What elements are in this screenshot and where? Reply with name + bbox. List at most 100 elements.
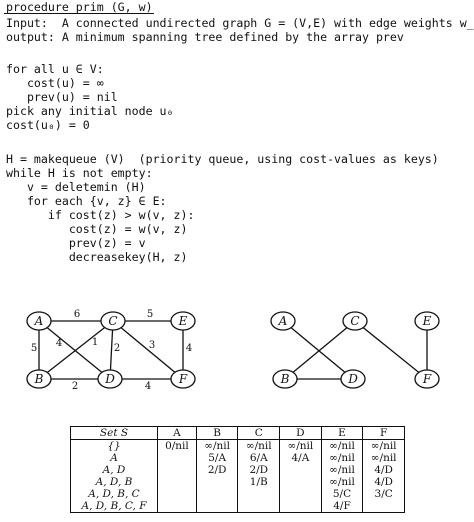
left-graph-diagram: A C E B D F 6 5 5 4 1 2 3 4 2 4 A C E B [26,309,440,392]
node-label-f: F [178,372,188,386]
table-cell: ∞/nil [279,439,322,452]
tree-node-d [340,369,366,389]
code-line-output: output: A minimum spanning tree defined … [6,30,404,44]
header-d: D [279,426,322,440]
node-d [97,369,123,389]
table-cell: ∞/nil [320,476,363,488]
table-cell [279,500,322,513]
title-underline [4,13,154,14]
table-cell: 3/C [362,488,405,500]
weight-c-b: 1 [92,337,98,348]
weight-e-f: 4 [186,343,192,354]
tree-edge-a-d [282,320,354,380]
table-row: A, D, B, C 5/C 3/C [70,488,405,500]
node-e [170,311,196,331]
tree-node-c [342,311,368,331]
table-cell: 4/F [320,500,363,513]
table-cell [362,500,405,513]
table-cell [195,500,238,513]
tree-node-f [414,369,440,389]
weight-d-f: 4 [145,381,151,392]
weight-a-d: 4 [56,338,62,349]
tree-node-label-b: B [280,372,290,386]
table-cell: A, D, B [70,476,158,488]
edge-c-b [38,320,114,380]
tree-edge-c-b [284,320,356,380]
weight-c-f: 3 [149,340,155,351]
table-cell: 1/B [237,476,280,488]
header-c: C [237,426,280,440]
table-row: A, D, B, C, F 4/F [70,500,405,513]
code-line-for-all: for all u ∈ V: [6,62,104,76]
table-cell [157,500,197,513]
table-cell: 2/D [195,464,238,476]
tree-node-label-a: A [278,314,288,328]
table-cell: ∞/nil [320,452,363,464]
table-cell [195,476,238,488]
node-f [170,369,196,389]
table-cell: {} [70,439,158,452]
code-line-if: if cost(z) > w(v, z): [6,208,195,222]
tree-node-label-f: F [422,372,432,386]
tree-node-e [414,311,440,331]
tree-edge-c-f [354,320,428,380]
edge-a-d [38,320,111,380]
table-cell: 0/nil [157,439,197,452]
table-cell [237,500,280,513]
table-row: A 5/A 6/A 4/A ∞/nil ∞/nil [70,452,405,464]
code-line-cost-update: cost(z) = w(v, z) [6,222,188,236]
code-line-makequeue: H = makequeue (V) (priority queue, using… [6,152,439,166]
weight-a-b: 5 [31,343,37,354]
code-line-prev-update: prev(z) = v [6,236,146,250]
table-cell: 2/D [237,464,280,476]
table-cell [157,452,197,464]
table-cell: 4/D [362,476,405,488]
table-cell: ∞/nil [237,439,280,452]
weight-c-d: 2 [114,343,120,354]
code-line-for-each: for each {v, z} ∈ E: [6,194,167,208]
code-line-pick-node: pick any initial node u₀ [6,104,174,118]
edge-c-f [112,320,184,380]
table-cell [279,488,322,500]
node-b [26,369,52,389]
table-cell: A, D, B, C [70,488,158,500]
tree-node-a [270,311,296,331]
table-cell [279,464,322,476]
weight-a-c: 6 [74,309,80,320]
header-e: E [320,426,363,440]
tree-node-label-e: E [422,314,432,328]
table-cell: 5/C [320,488,363,500]
node-a [26,311,52,331]
table-cell: ∞/nil [195,439,238,452]
tree-node-label-c: C [350,314,359,328]
tree-node-label-d: D [347,372,358,386]
table-cell [195,488,238,500]
header-a: A [157,426,197,440]
code-line-input: Input: A connected undirected graph G = … [6,16,474,30]
code-line-deletemin: v = deletemin (H) [6,180,146,194]
table-cell [157,488,197,500]
table-cell: ∞/nil [362,452,405,464]
code-line-prev-init: prev(u) = nil [6,90,118,104]
code-line-cost-zero: cost(u₀) = 0 [6,118,90,132]
weight-c-e: 5 [147,309,153,320]
table-cell: 6/A [237,452,280,464]
node-label-a: A [34,314,44,328]
table-cell: ∞/nil [320,464,363,476]
table-row: A, D 2/D 2/D ∞/nil 4/D [70,464,405,476]
node-label-c: C [108,314,117,328]
table-cell [157,464,197,476]
table-cell: ∞/nil [362,439,405,452]
tree-node-b [272,369,298,389]
header-set: Set S [70,426,158,440]
weight-b-d: 2 [72,381,78,392]
table-cell [157,476,197,488]
node-label-b: B [34,372,44,386]
node-label-d: D [104,372,115,386]
table-cell: 4/D [362,464,405,476]
code-line-decreasekey: decreasekey(H, z) [6,250,188,264]
table-header-row: Set S A B C D E F [70,426,405,440]
header-b: B [195,426,238,440]
table-cell: A [70,452,158,464]
node-c [100,311,126,331]
